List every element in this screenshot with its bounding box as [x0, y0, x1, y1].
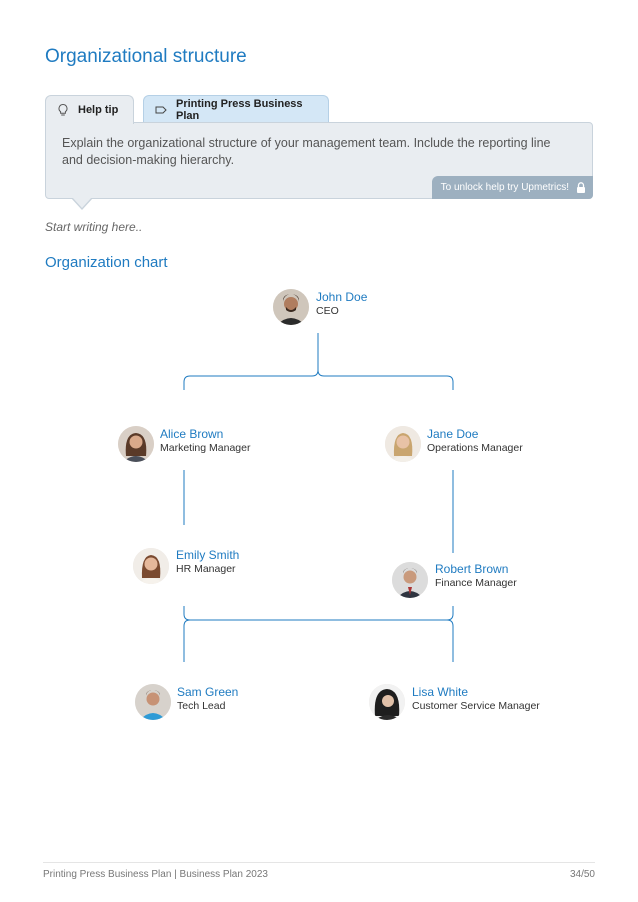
tag-icon	[154, 103, 168, 117]
tab-label: Printing Press Business Plan	[176, 97, 303, 122]
writing-placeholder[interactable]: Start writing here..	[45, 220, 143, 234]
avatar	[133, 548, 169, 584]
person-role: HR Manager	[176, 563, 236, 575]
person-name: Lisa White	[412, 685, 469, 699]
unlock-label: To unlock help try Upmetrics!	[440, 182, 569, 193]
person-role: Finance Manager	[435, 577, 517, 589]
person-role: Tech Lead	[177, 700, 226, 712]
person-name: Robert Brown	[435, 562, 509, 576]
help-tip-box: Explain the organizational structure of …	[45, 122, 593, 199]
person-name: Emily Smith	[176, 548, 240, 562]
footer-page-number: 34/50	[569, 869, 595, 880]
org-chart-title: Organization chart	[45, 254, 168, 271]
unlock-button[interactable]: To unlock help try Upmetrics!	[432, 176, 593, 199]
page-title: Organizational structure	[45, 46, 247, 67]
tip-pointer-fill	[72, 197, 92, 208]
lock-icon	[576, 182, 586, 193]
help-tip-text: Explain the organizational structure of …	[62, 136, 551, 167]
avatar	[135, 684, 171, 720]
tab-help-tip[interactable]: Help tip	[45, 95, 134, 124]
tab-business-plan[interactable]: Printing Press Business Plan	[143, 95, 329, 123]
person-name: Sam Green	[177, 685, 239, 699]
avatar	[369, 684, 405, 720]
avatar	[385, 426, 421, 462]
footer-divider	[43, 862, 595, 863]
person-name: John Doe	[316, 290, 368, 304]
tab-label: Help tip	[78, 104, 119, 116]
footer-document-title: Printing Press Business Plan | Business …	[43, 869, 268, 880]
avatar	[118, 426, 154, 462]
person-name: Jane Doe	[427, 427, 479, 441]
person-role: Operations Manager	[427, 442, 523, 454]
avatar	[273, 289, 309, 325]
avatar	[392, 562, 428, 598]
person-role: Customer Service Manager	[412, 700, 540, 712]
person-role: Marketing Manager	[160, 442, 251, 454]
person-role: CEO	[316, 305, 339, 317]
lightbulb-icon	[56, 103, 70, 117]
person-name: Alice Brown	[160, 427, 224, 441]
